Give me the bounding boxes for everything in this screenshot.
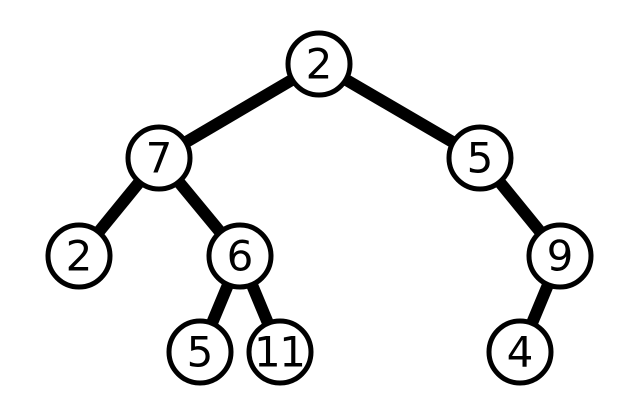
node-circle: [206, 222, 274, 290]
node-circle: [45, 222, 113, 290]
node-label: 6: [227, 232, 254, 281]
tree-node-left-right-right: 11: [246, 318, 314, 386]
node-circle: [486, 318, 554, 386]
node-circle: [166, 318, 234, 386]
tree-nodes: 2 7 5 2 6 9 5 11 4: [45, 30, 594, 386]
node-label: 5: [187, 328, 214, 377]
tree-node-left-right: 6: [206, 222, 274, 290]
node-label: 5: [467, 134, 494, 183]
tree-node-left-left: 2: [45, 222, 113, 290]
node-circle: [446, 124, 514, 192]
node-label: 7: [146, 134, 173, 183]
tree-node-right-right: 9: [526, 222, 594, 290]
tree-node-left-right-left: 5: [166, 318, 234, 386]
tree-node-right-right-left: 4: [486, 318, 554, 386]
node-label: 2: [306, 40, 333, 89]
tree-node-root: 2: [285, 30, 353, 98]
node-label: 2: [66, 232, 93, 281]
node-circle: [246, 318, 314, 386]
node-circle: [285, 30, 353, 98]
node-circle: [125, 124, 193, 192]
tree-node-right: 5: [446, 124, 514, 192]
node-label: 11: [254, 328, 306, 377]
tree-edges: [74, 58, 566, 355]
node-circle: [526, 222, 594, 290]
node-label: 9: [547, 232, 574, 281]
tree-node-left: 7: [125, 124, 193, 192]
node-label: 4: [507, 328, 534, 377]
